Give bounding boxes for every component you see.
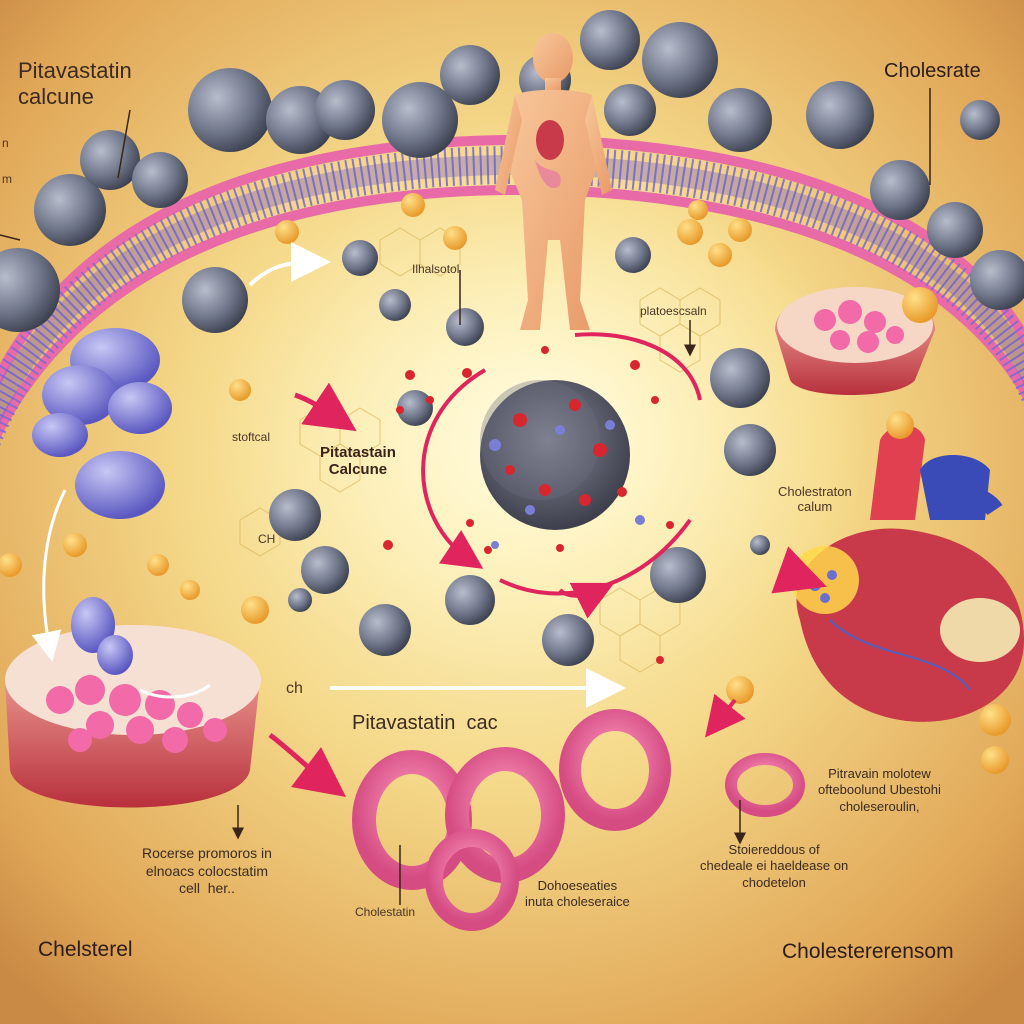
top-left-title: Pitavastatin calcune [18,58,132,110]
top-right-title: Cholesrate [884,60,981,82]
left-small-label: stoftcal [232,430,271,444]
center-top-label: Ilhalsotol [412,262,460,276]
bottom-right-corner: Cholestererensom [782,940,954,963]
protein-blob-icon [32,328,172,519]
lipoprotein-ring-icon [352,709,805,931]
central-protein-cluster [383,346,674,664]
bottom-ring-left-label: Cholestatin [355,905,416,919]
cycle-arrows [421,332,702,619]
bottom-left-text: Rocerse promoros in elnoacs colocstatim … [142,845,272,896]
right-top-label: platoescsaln [640,304,707,318]
interior-vesicles [182,237,776,666]
membrane-vesicles [0,10,1024,332]
left-fragment-1: n [2,136,9,150]
right-dish-icon [775,287,935,395]
bottom-ring-mid-label: Dohoeseaties inuta choleseraice [525,878,630,910]
chem-label-2: CH [258,532,276,546]
right-mid-label: Cholestraton calum [778,484,852,514]
bottom-left-corner: Chelsterel [38,938,133,961]
human-figure-icon [495,33,612,330]
cholesterol-nuggets [0,193,1011,774]
left-fragment-2: m [2,172,12,186]
heart-icon [791,425,1024,722]
bottom-center-title: Pitavastatin cac [352,712,498,734]
arrow-icon [0,88,931,905]
hexagon-grid [239,227,721,673]
center-left-label: Pitatastain Calcune [320,444,396,479]
right-lower-text-2: Stoiereddous of chedeale ei haeldease on… [700,842,849,890]
cell-dish-icon [5,597,261,808]
chem-label: ch [286,680,303,697]
right-lower-text-1: Pitravain molotew ofteboolund Ubestohi c… [818,766,941,814]
